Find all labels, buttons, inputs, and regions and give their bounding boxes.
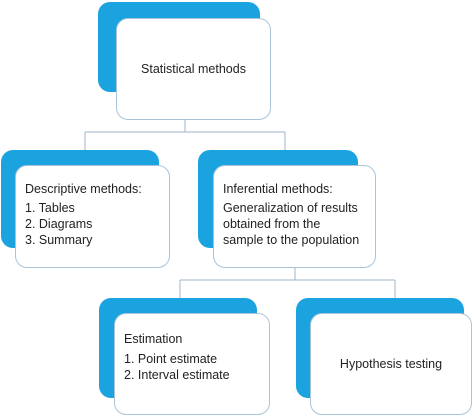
estimation-item-point: 1. Point estimate xyxy=(124,352,218,366)
inferential-title: Inferential methods: xyxy=(223,182,333,196)
descriptive-item-diagrams: 2. Diagrams xyxy=(25,217,93,231)
descriptive-title: Descriptive methods: xyxy=(25,182,142,196)
inferential-desc-line-1: Generalization of results xyxy=(223,201,358,215)
descriptive-item-summary: 3. Summary xyxy=(25,233,93,247)
estimation-box: Estimation 1. Point estimate 2. Interval… xyxy=(114,313,270,415)
inferential-desc-line-2: obtained from the xyxy=(223,217,321,231)
inferential-desc-line-3: sample to the population xyxy=(223,233,360,247)
inferential-box: Inferential methods: Generalization of r… xyxy=(213,165,376,268)
hypothesis-label: Hypothesis testing xyxy=(339,357,443,371)
descriptive-box: Descriptive methods: 1. Tables 2. Diagra… xyxy=(15,165,170,268)
root-label: Statistical methods xyxy=(141,62,246,76)
hypothesis-box: Hypothesis testing xyxy=(310,313,472,415)
estimation-item-interval: 2. Interval estimate xyxy=(124,368,230,382)
estimation-title: Estimation xyxy=(124,332,183,346)
descriptive-item-tables: 1. Tables xyxy=(25,201,75,215)
root-box: Statistical methods xyxy=(116,18,271,120)
